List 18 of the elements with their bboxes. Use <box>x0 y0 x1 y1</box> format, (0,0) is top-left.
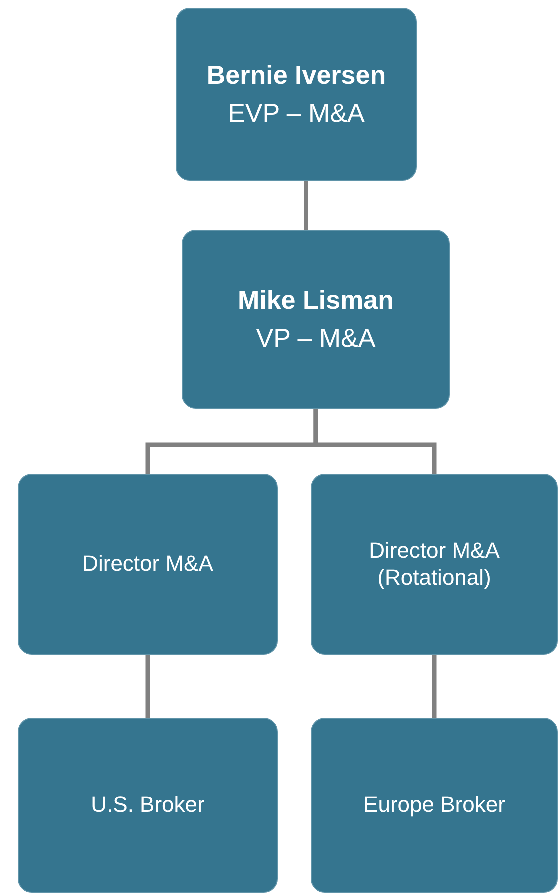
org-box <box>182 230 450 409</box>
role-title: Director M&A (Rotational) <box>368 538 501 591</box>
person-name: Bernie Iversen <box>206 60 386 92</box>
person-name: Mike Lisman <box>238 285 394 316</box>
role-title: Europe Broker <box>364 792 506 819</box>
connector-line <box>314 409 437 474</box>
org-box <box>176 8 417 181</box>
org-box <box>18 474 278 655</box>
role-title: VP – M&A <box>256 322 376 354</box>
connector-line <box>146 655 150 718</box>
connector-line <box>432 655 437 718</box>
role-title: Director M&A <box>82 551 214 578</box>
org-box <box>311 474 558 655</box>
role-title: U.S. Broker <box>91 792 205 819</box>
org-box <box>18 718 278 893</box>
connector-line <box>304 181 308 230</box>
role-title: EVP – M&A <box>228 98 365 129</box>
org-box <box>311 718 558 893</box>
